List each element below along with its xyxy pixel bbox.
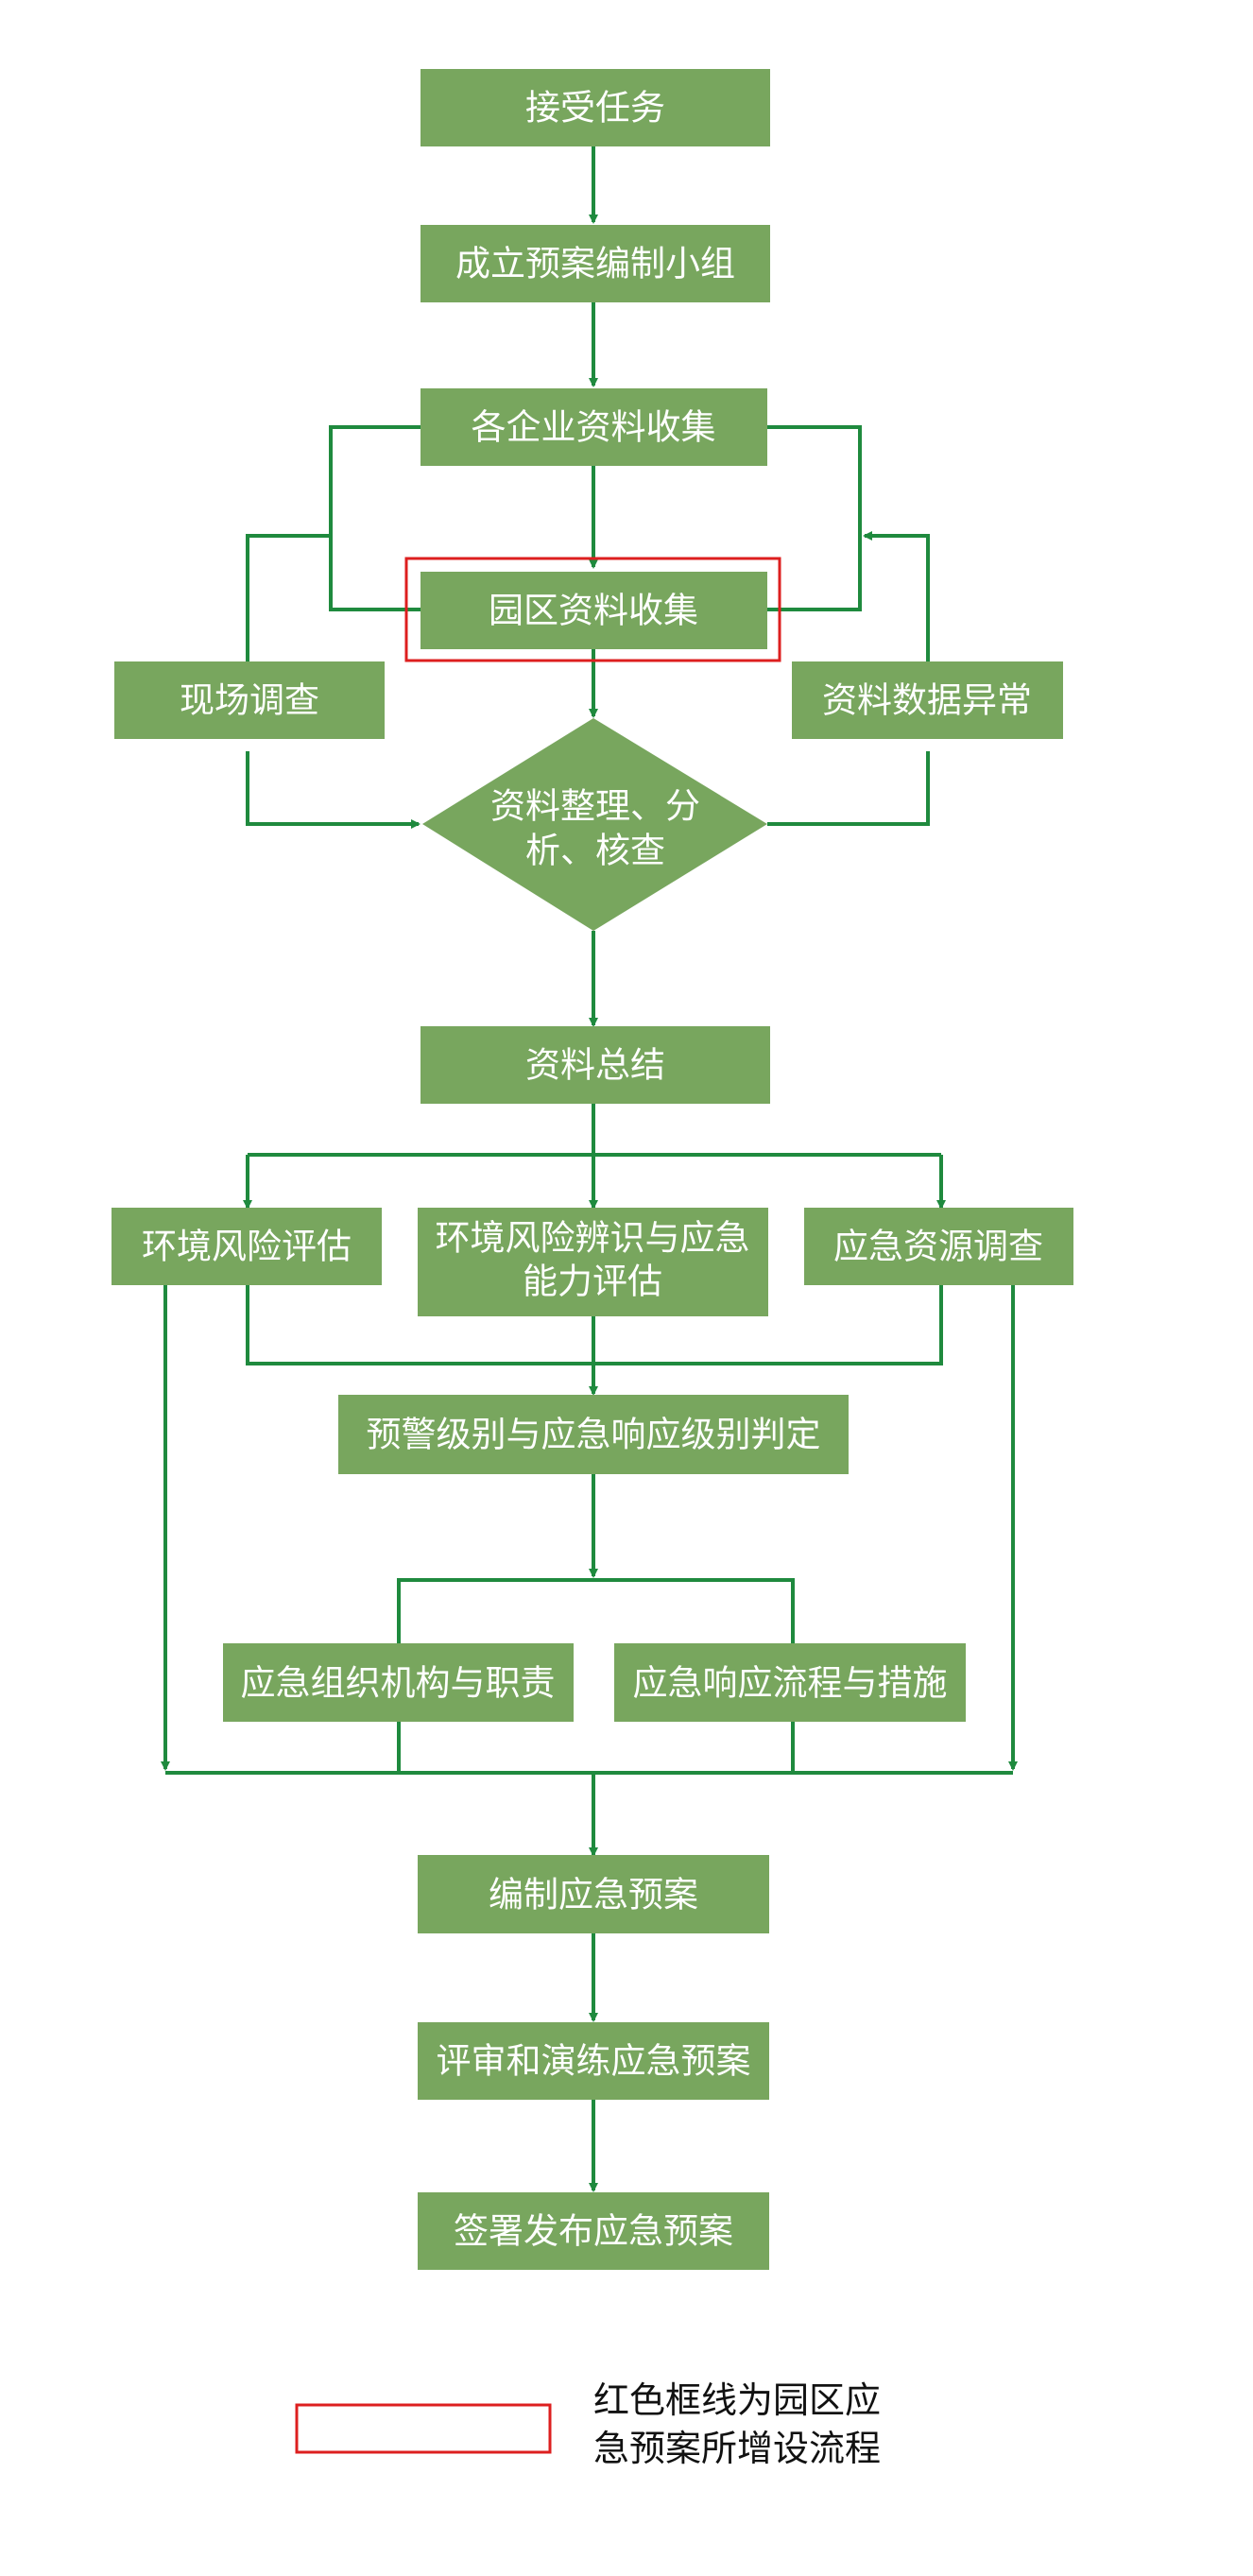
- label-site-survey: 现场调查: [180, 680, 319, 721]
- label-form-team: 成立预案编制小组: [455, 244, 735, 284]
- label-organize-line2: 析、核查: [525, 831, 665, 871]
- label-compile-plan: 编制应急预案: [489, 1875, 698, 1915]
- connector-anomaly-loop: [863, 531, 930, 661]
- node-publish-plan: [418, 2192, 769, 2270]
- node-compile-plan: [418, 1855, 769, 1933]
- node-warning-level: [338, 1395, 849, 1474]
- connector-site-survey-top: [246, 534, 331, 661]
- label-publish-plan: 签署发布应急预案: [454, 2211, 733, 2252]
- node-review-plan: [418, 2022, 769, 2100]
- label-accept-task: 接受任务: [525, 88, 665, 129]
- label-data-anomaly: 资料数据异常: [822, 680, 1032, 721]
- legend-line2: 急预案所增设流程: [593, 2428, 881, 2469]
- label-collect-company: 各企业资料收集: [472, 407, 716, 448]
- label-org-duties: 应急组织机构与职责: [241, 1663, 556, 1704]
- label-env-risk-assess: 环境风险评估: [142, 1227, 352, 1267]
- label-organize-line1: 资料整理、分: [490, 786, 700, 827]
- node-form-team: [421, 225, 770, 302]
- label-risk-identify-line2: 能力评估: [523, 1262, 662, 1302]
- node-response-process: [614, 1643, 966, 1722]
- connector-organize-anomaly: [767, 751, 930, 826]
- node-site-survey: [114, 661, 385, 739]
- label-review-plan: 评审和演练应急预案: [437, 2041, 751, 2082]
- connector-site-survey-organize: [246, 751, 421, 829]
- node-resource-survey: [804, 1208, 1073, 1285]
- node-organize-diamond: [422, 718, 767, 931]
- connector-split-bar: [397, 1578, 795, 1682]
- highlight-box: [404, 557, 781, 662]
- label-collect-park: 园区资料收集: [489, 591, 698, 631]
- connector-left-loop: [329, 425, 421, 611]
- label-response-process: 应急响应流程与措施: [633, 1663, 948, 1704]
- node-org-duties: [223, 1643, 574, 1722]
- label-summary: 资料总结: [525, 1045, 665, 1086]
- legend-line1: 红色框线为园区应: [593, 2379, 881, 2421]
- node-collect-park: [421, 572, 767, 649]
- label-resource-survey: 应急资源调查: [833, 1227, 1043, 1267]
- legend-red-box: [295, 2403, 552, 2454]
- node-collect-company: [421, 388, 767, 466]
- node-summary: [421, 1026, 770, 1104]
- label-risk-identify-line1: 环境风险辨识与应急: [436, 1218, 750, 1259]
- connector-right-loop: [767, 425, 862, 611]
- node-data-anomaly: [792, 661, 1063, 739]
- node-env-risk-assess: [112, 1208, 382, 1285]
- label-warning-level: 预警级别与应急响应级别判定: [367, 1415, 821, 1455]
- node-risk-identify: [418, 1208, 768, 1316]
- node-accept-task: [421, 69, 770, 146]
